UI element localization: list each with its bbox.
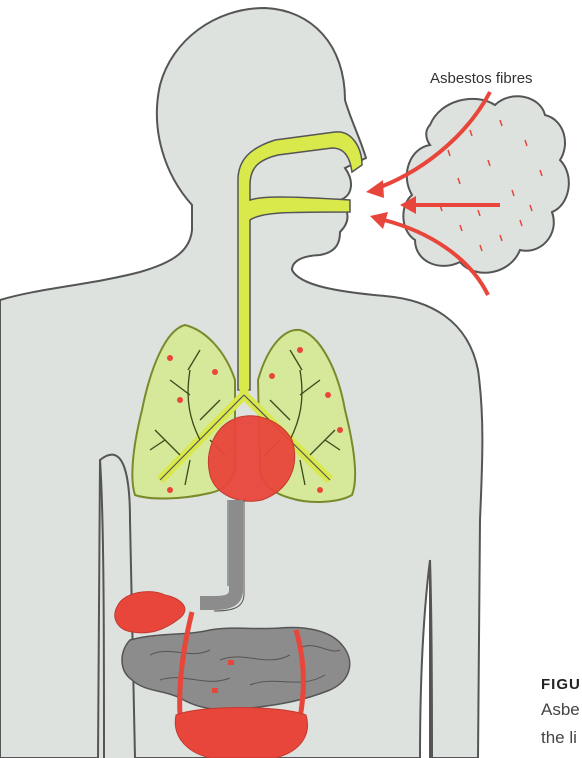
fibres-label: Asbestos fibres <box>430 70 533 87</box>
figure-caption-line-2: the li <box>541 728 577 748</box>
heart <box>208 416 294 502</box>
bladder <box>175 708 307 758</box>
figure-caption-heading: FIGU <box>541 676 581 693</box>
fibre-cloud <box>403 96 569 272</box>
figure-caption-line-1: Asbe <box>541 700 580 720</box>
